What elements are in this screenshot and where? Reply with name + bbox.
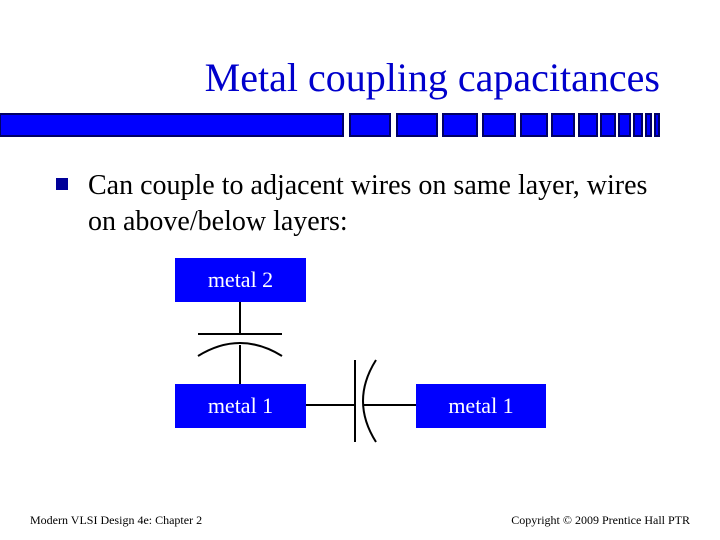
title-decoration-bar [0, 113, 660, 137]
title-bar-square-7 [578, 113, 598, 137]
title-bar-square-6 [551, 113, 575, 137]
square-bullet-icon [56, 178, 68, 190]
title-bar-square-4 [482, 113, 516, 137]
metal2-box: metal 2 [175, 258, 306, 302]
bullet-text: Can couple to adjacent wires on same lay… [88, 170, 648, 237]
title-bar-square-11 [645, 113, 652, 137]
title-bar-square-12 [654, 113, 660, 137]
title-bar-long-block [0, 113, 344, 137]
title-bar-square-2 [396, 113, 438, 137]
vertical-cap-curved-plate [197, 342, 283, 357]
title-bar-square-3 [442, 113, 478, 137]
footer-chapter: Modern VLSI Design 4e: Chapter 2 [30, 513, 203, 527]
title-bar-square-10 [633, 113, 643, 137]
title-bar-square-8 [600, 113, 616, 137]
metal1-right-box: metal 1 [416, 384, 546, 428]
metal1-left-box: metal 1 [175, 384, 306, 428]
page-title: Metal coupling capacitances [204, 55, 660, 100]
footer-copyright: Copyright © 2009 Prentice Hall PTR [511, 513, 690, 527]
title-bar-square-5 [520, 113, 548, 137]
title-bar-square-9 [618, 113, 631, 137]
horizontal-cap-curved-plate [362, 359, 377, 443]
title-bar-square-1 [349, 113, 391, 137]
